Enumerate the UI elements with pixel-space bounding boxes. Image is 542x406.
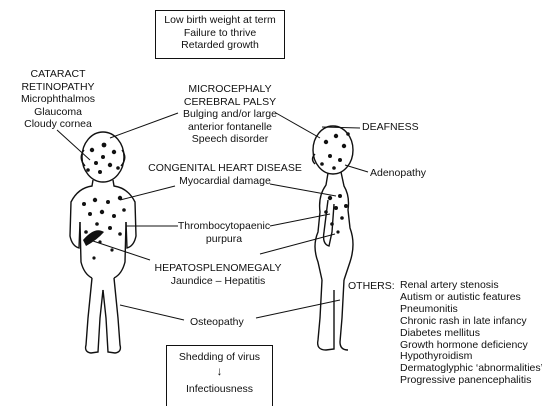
deafness-label: DEAFNESS [362,121,419,134]
others-heading: OTHERS: [348,280,395,293]
heart-label: CONGENITAL HEART DISEASE Myocardial dama… [138,162,312,187]
liver-label: HEPATOSPLENOMEGALY Jaundice – Hepatitis [148,262,288,287]
front-child-figure [70,132,136,353]
purpura-line-1: Thrombocytopaenic [176,220,272,233]
purpura-label: Thrombocytopaenic purpura [176,220,272,245]
arrow-down-icon: ↓ [166,365,273,378]
virus-bottom-text: Infectiousness [166,383,273,396]
others-item: Pneumonitis [400,304,542,316]
heart-line-2: Myocardial damage [138,175,312,188]
eye-line-3: Microphthalmos [4,93,112,106]
purpura-line-2: purpura [176,233,272,246]
others-item: Progressive panencephalitis [400,375,542,387]
others-item: Chronic rash in late infancy [400,316,542,328]
growth-line-1: Low birth weight at term [155,14,285,27]
eye-label: CATARACT RETINOPATHY Microphthalmos Glau… [4,68,112,131]
others-item: Diabetes mellitus [400,328,542,340]
eye-line-1: CATARACT [4,68,112,81]
others-list: Renal artery stenosis Autism or autistic… [400,280,542,387]
growth-line-2: Failure to thrive [155,27,285,40]
brain-line-4: anterior fontanelle [160,121,300,134]
growth-box-text: Low birth weight at term Failure to thri… [155,14,285,52]
virus-top-text: Shedding of virus [166,351,273,364]
eye-line-5: Cloudy cornea [4,118,112,131]
brain-line-5: Speech disorder [160,133,300,146]
growth-line-3: Retarded growth [155,39,285,52]
liver-line-2: Jaundice – Hepatitis [148,275,288,288]
brain-line-3: Bulging and/or large [160,108,300,121]
eye-line-2: RETINOPATHY [4,81,112,94]
liver-line-1: HEPATOSPLENOMEGALY [148,262,288,275]
brain-line-1: MICROCEPHALY [160,83,300,96]
brain-label: MICROCEPHALY CEREBRAL PALSY Bulging and/… [160,83,300,146]
adenopathy-label: Adenopathy [370,167,426,180]
eye-line-4: Glaucoma [4,106,112,119]
osteopathy-label: Osteopathy [190,316,244,329]
heart-line-1: CONGENITAL HEART DISEASE [138,162,312,175]
brain-line-2: CEREBRAL PALSY [160,96,300,109]
